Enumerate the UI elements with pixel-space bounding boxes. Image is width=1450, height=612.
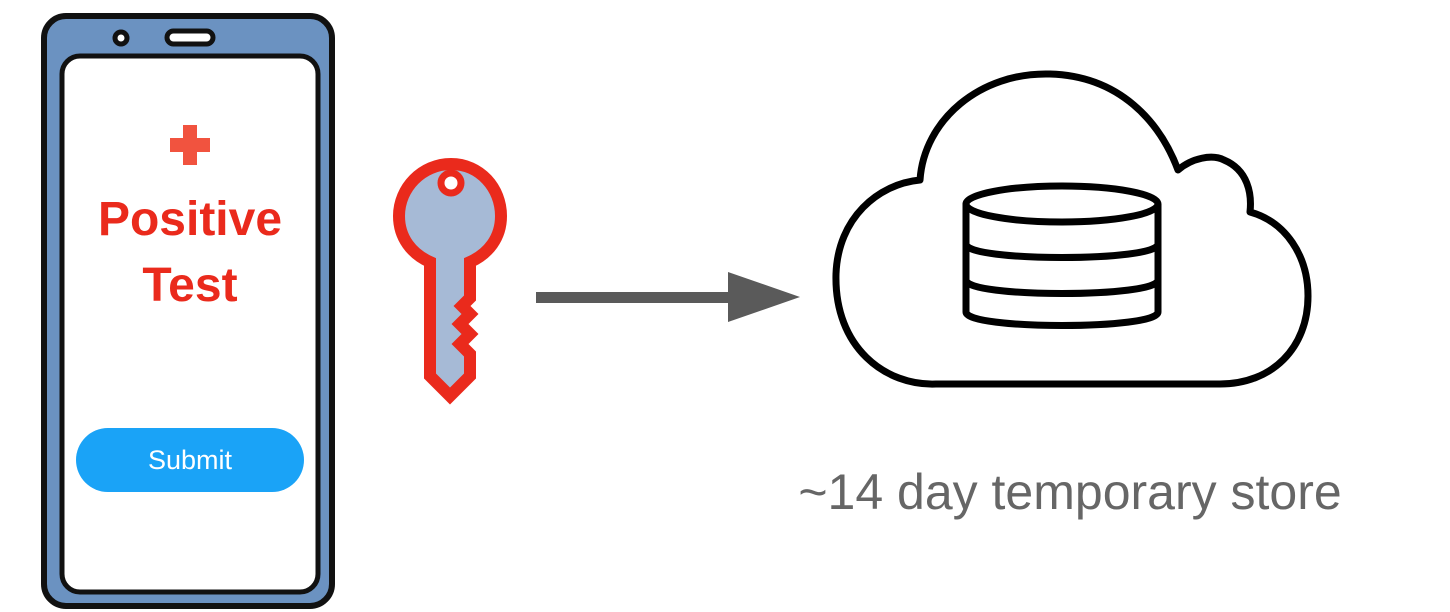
store-caption: ~14 day temporary store <box>798 464 1342 520</box>
arrow-right-icon <box>536 272 800 322</box>
database-icon <box>962 182 1162 329</box>
phone-speaker <box>164 28 216 47</box>
positive-heading-line2: Test <box>142 259 238 312</box>
cloud-icon <box>832 70 1312 388</box>
phone-camera <box>112 29 130 47</box>
medical-cross-icon <box>170 125 210 165</box>
submit-button[interactable]: Submit <box>76 428 304 492</box>
positive-heading-line1: Positive <box>97 193 283 246</box>
key-icon <box>392 157 508 405</box>
